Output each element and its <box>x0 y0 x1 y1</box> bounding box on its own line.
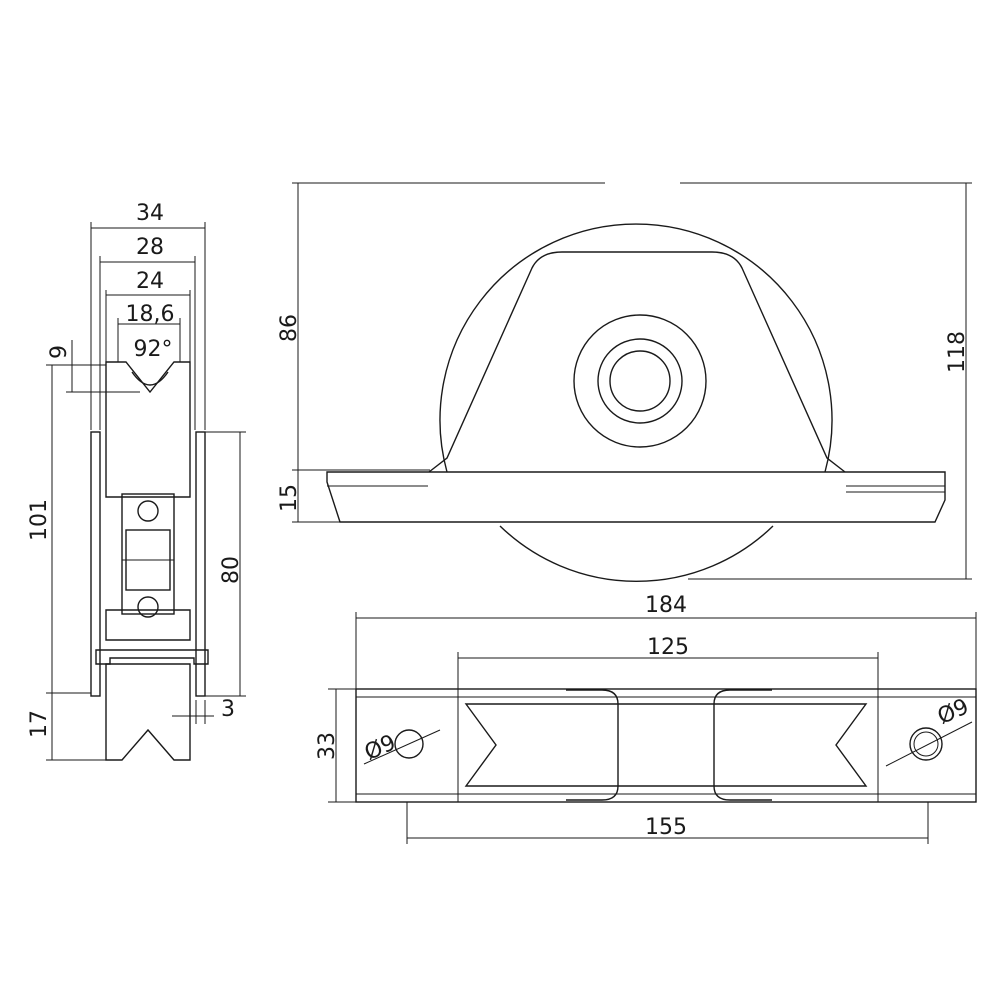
wheel-section-bottom <box>105 663 191 761</box>
dim-3-label: 3 <box>221 697 235 722</box>
dim-28 <box>99 256 196 430</box>
hub-outer <box>573 314 707 448</box>
dim-86 <box>292 182 605 471</box>
hole-right <box>909 727 943 761</box>
base-plate <box>326 471 946 523</box>
dim-118-label: 118 <box>945 331 970 373</box>
dim-184 <box>355 612 977 689</box>
top-base-plate <box>355 688 977 803</box>
front-view: 86 15 118 <box>277 182 972 583</box>
dim-24-label: 24 <box>136 269 164 294</box>
dim-34-label: 34 <box>136 201 164 226</box>
top-view: 184 125 155 33 Ø9 Ø9 <box>315 593 977 844</box>
bracket-wall-right <box>195 431 206 697</box>
dim-34 <box>90 222 206 430</box>
side-section-view: 34 28 24 18,6 92° 9 <box>27 201 246 761</box>
wheel-outline <box>439 223 833 473</box>
dim-184-label: 184 <box>645 593 687 618</box>
dim-125 <box>457 652 879 689</box>
dim-15-label: 15 <box>277 484 302 512</box>
dim-118 <box>680 182 972 580</box>
wheel-lower-arc <box>499 525 774 583</box>
dim-24 <box>105 290 191 362</box>
wheel-section-upper <box>105 361 191 498</box>
dim-155-label: 155 <box>645 815 687 840</box>
wheel-section-lower <box>105 609 191 641</box>
dim-155 <box>406 802 929 844</box>
top-bracket-right <box>713 689 772 801</box>
dim-80-label: 80 <box>219 556 244 584</box>
angle-92-label: 92° <box>134 337 173 362</box>
dim-15 <box>292 470 340 523</box>
dim-33-label: 33 <box>315 732 340 760</box>
bearing <box>121 493 175 618</box>
dim-80 <box>205 431 246 697</box>
dim-18-6-label: 18,6 <box>126 302 175 327</box>
hub-middle <box>597 338 683 424</box>
bracket-wall-left <box>90 431 101 697</box>
u-channel <box>95 649 209 665</box>
dim-33 <box>328 688 356 803</box>
groove-profile <box>131 371 169 386</box>
hole-left-label: Ø9 <box>361 730 400 766</box>
hub-inner <box>609 350 671 412</box>
dim-28-label: 28 <box>136 235 164 260</box>
dim-17-label: 17 <box>27 710 52 738</box>
dim-101-label: 101 <box>27 499 52 541</box>
dim-3 <box>172 700 214 724</box>
top-bracket-left <box>566 689 619 801</box>
dim-125-label: 125 <box>647 635 689 660</box>
bracket-body <box>428 251 846 473</box>
dim-9-label: 9 <box>47 345 72 359</box>
dim-86-label: 86 <box>277 314 302 342</box>
dim-17 <box>46 693 106 761</box>
dim-101 <box>46 364 106 694</box>
dim-18-6 <box>117 318 181 362</box>
top-wheel <box>464 703 868 787</box>
hole-left <box>394 729 424 759</box>
